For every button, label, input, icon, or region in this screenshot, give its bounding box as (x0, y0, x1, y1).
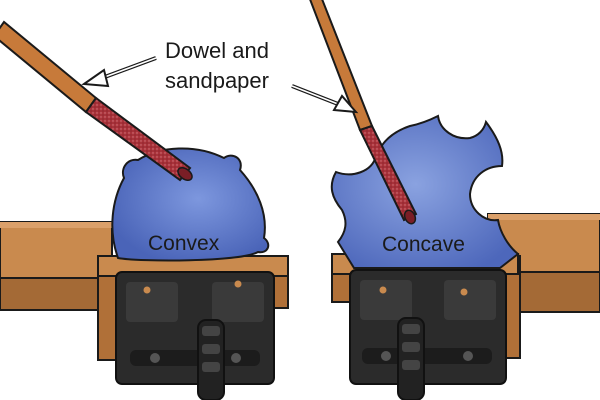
callout-line-1: Dowel and (165, 38, 269, 63)
right-dowel (309, 0, 418, 225)
left-assembly: Convex (0, 20, 289, 400)
right-assembly: Concave (309, 0, 600, 400)
callout-line-2: sandpaper (165, 68, 269, 93)
callout: Dowel and sandpaper (81, 38, 359, 114)
callout-arrow-right-icon (291, 84, 359, 114)
right-vice (349, 269, 507, 400)
callout-arrow-left-icon (81, 56, 157, 88)
left-vice (115, 271, 275, 400)
left-dowel (0, 20, 193, 182)
convex-label: Convex (148, 232, 220, 255)
concave-label: Concave (382, 233, 465, 256)
left-bench (0, 221, 113, 311)
convex-workpiece (111, 147, 270, 262)
